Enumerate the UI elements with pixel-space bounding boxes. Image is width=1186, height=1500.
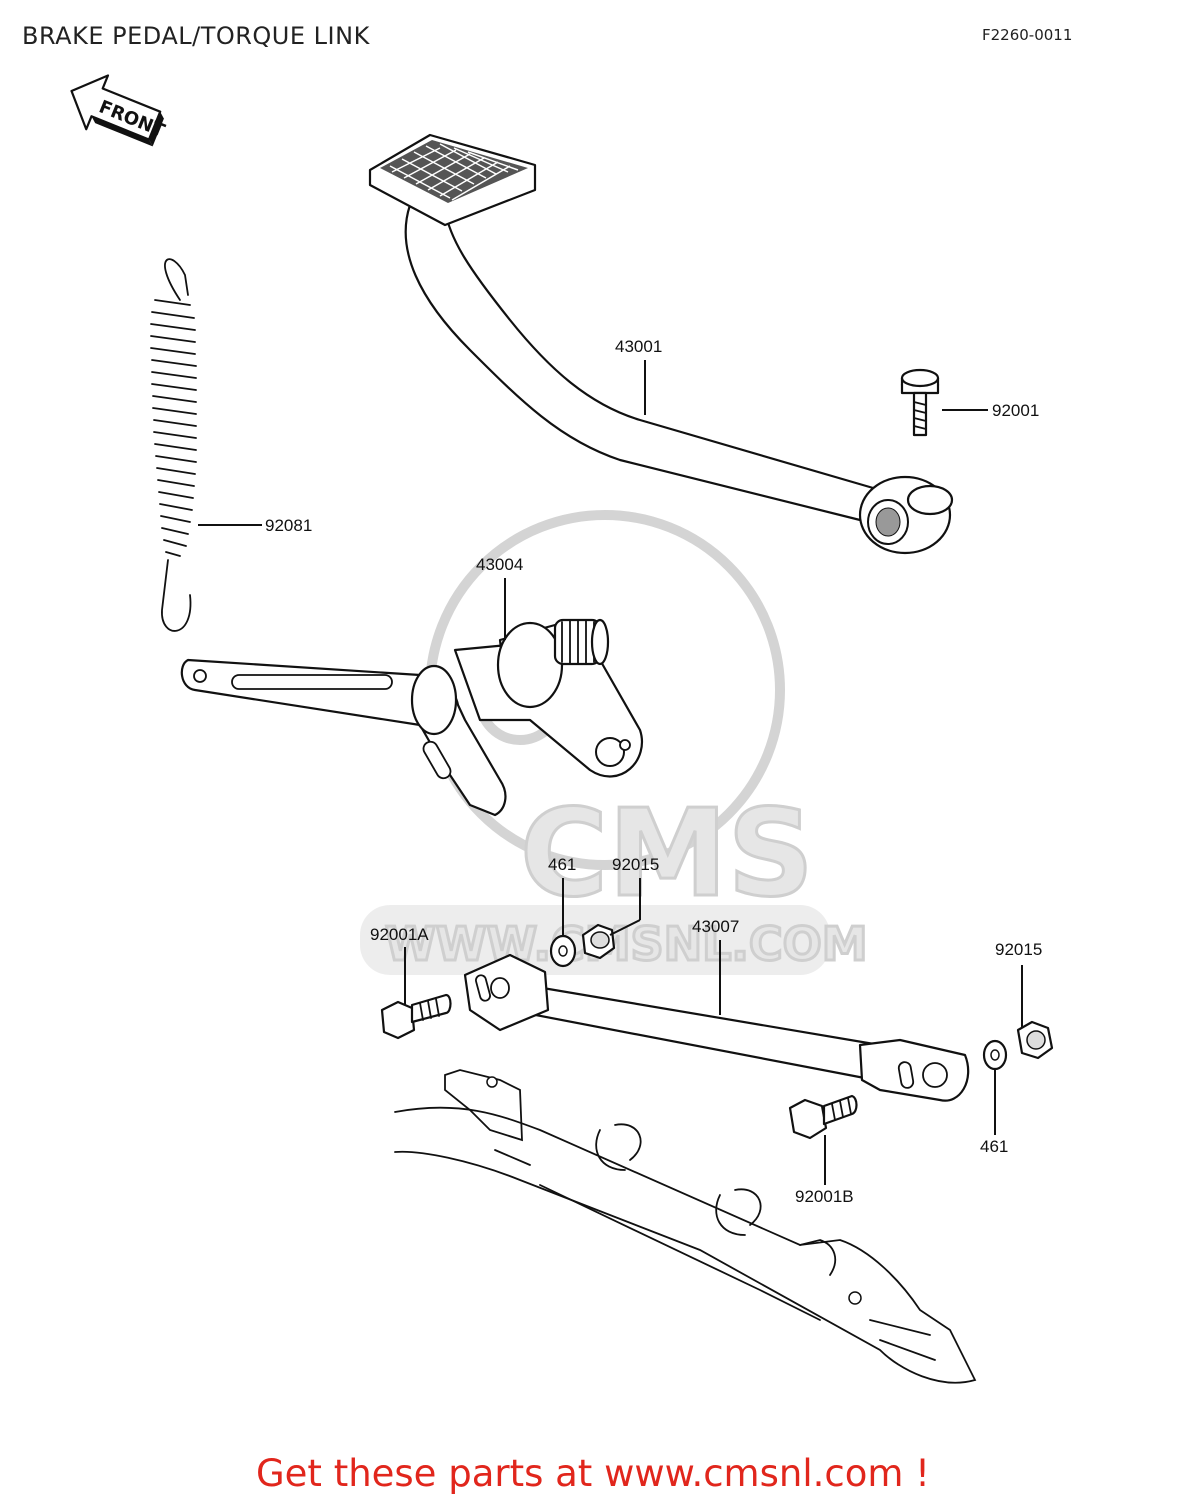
torque-link [463, 953, 970, 1102]
callout-92081: 92081 [265, 516, 312, 535]
watermark-url: WWW.CMSNL.COM [385, 917, 868, 971]
callout-461-left: 461 [548, 855, 576, 874]
bolt-92001A [380, 993, 452, 1040]
diagram-code: F2260-0011 [982, 26, 1073, 44]
watermark-logo: CMS [520, 785, 814, 924]
brake-arm [180, 618, 643, 817]
brake-pedal [368, 133, 954, 555]
callout-92001B: 92001B [795, 1187, 854, 1206]
front-arrow-icon: FRONT [70, 74, 168, 147]
nut-92015-left [581, 923, 616, 960]
spring-92081 [150, 258, 197, 632]
callout-92001A: 92001A [370, 925, 429, 944]
callout-43004: 43004 [476, 555, 523, 574]
washer-461-left [549, 934, 577, 968]
washer-461-right [982, 1039, 1008, 1071]
nut-92015-right [1016, 1020, 1054, 1060]
swingarm [394, 1069, 977, 1384]
bolt-92001B [788, 1094, 858, 1140]
diagram-title: BRAKE PEDAL/TORQUE LINK [22, 22, 370, 50]
callout-43007: 43007 [692, 917, 739, 936]
callout-461-right: 461 [980, 1137, 1008, 1156]
callout-92015-right: 92015 [995, 940, 1042, 959]
callout-43001: 43001 [615, 337, 662, 356]
bolt-92001 [900, 368, 940, 437]
leader-lines [198, 360, 1023, 1185]
callout-92015-left: 92015 [612, 855, 659, 874]
callout-92001: 92001 [992, 401, 1039, 420]
footer-link[interactable]: Get these parts at www.cmsnl.com ! [255, 1452, 930, 1495]
